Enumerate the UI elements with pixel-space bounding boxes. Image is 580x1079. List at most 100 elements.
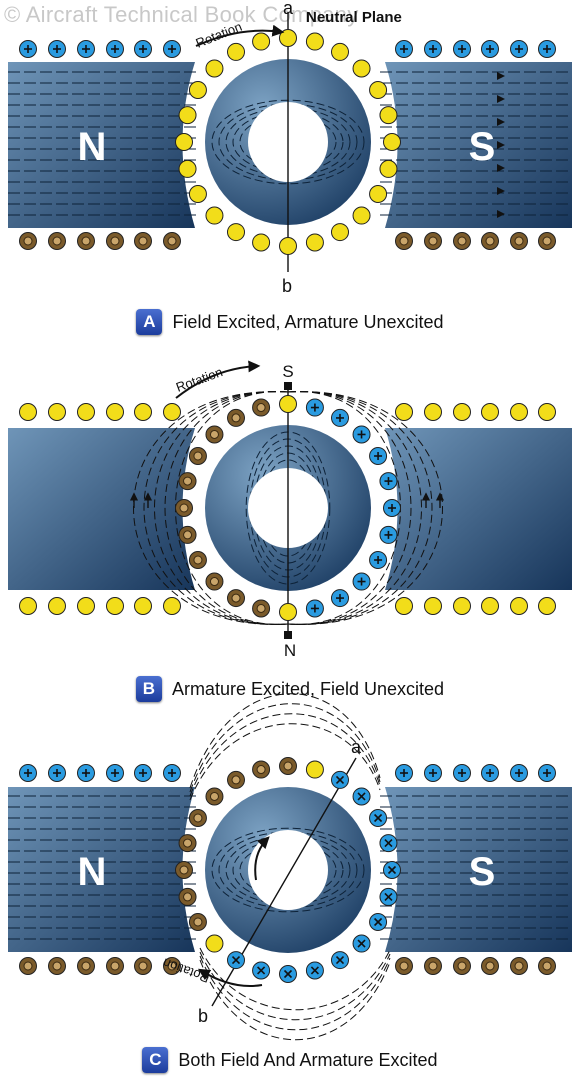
armature-conductor	[379, 525, 398, 544]
armature-conductor	[331, 951, 349, 970]
field-conductor	[538, 957, 556, 975]
field-arrows-a	[497, 72, 505, 218]
armature-conductor	[175, 861, 193, 879]
armature-conductor	[252, 760, 271, 779]
field-lines-a	[8, 71, 572, 216]
armature-conductor	[178, 834, 197, 853]
armature-conductor	[305, 398, 324, 417]
armature-conductor	[369, 185, 388, 203]
field-conductor	[453, 764, 471, 782]
armature-conductor	[227, 223, 245, 242]
field-conductor	[19, 764, 37, 782]
field-conductor	[481, 597, 499, 615]
field-conductor	[134, 764, 152, 782]
armature-conductor	[331, 223, 349, 242]
armature-conductor	[369, 81, 388, 99]
field-conductor	[134, 597, 152, 615]
field-conductors-c	[19, 764, 556, 975]
field-conductor	[538, 40, 556, 58]
field-conductor	[106, 40, 124, 58]
armature-conductor	[352, 572, 371, 591]
distorted-field-line	[199, 951, 391, 1021]
field-arrow-icon	[497, 118, 505, 126]
armature-conductor	[227, 589, 245, 608]
field-conductor	[510, 957, 528, 975]
armature-conductor	[178, 472, 197, 491]
armature-conductor	[369, 913, 388, 931]
distorted-field-line	[189, 713, 381, 797]
armature-conductor	[331, 770, 349, 789]
caption-text-c: Both Field And Armature Excited	[178, 1049, 438, 1070]
armature-conductor	[279, 395, 297, 413]
armature-conductor	[305, 32, 324, 51]
field-conductor	[538, 403, 556, 421]
field-conductor	[481, 40, 499, 58]
armature-field-line	[143, 391, 289, 625]
rotation-label-c: Rotation	[161, 955, 212, 986]
armature-field-line	[287, 391, 422, 625]
field-conductor	[77, 957, 95, 975]
field-conductor	[453, 403, 471, 421]
distorted-field-line	[199, 947, 391, 1011]
armature-conductor	[379, 834, 398, 853]
armature-conductor	[305, 760, 324, 779]
field-conductor	[106, 232, 124, 250]
field-conductor	[481, 232, 499, 250]
flux-line	[239, 115, 337, 169]
field-conductor	[395, 403, 413, 421]
armature-field-line	[287, 391, 443, 625]
panel-c: Rotation a b N S	[8, 693, 572, 1041]
axis-label-b-bottom: b	[282, 276, 292, 296]
field-conductor	[19, 403, 37, 421]
field-conductor	[48, 40, 66, 58]
armature-conductor	[279, 965, 297, 983]
distorted-field-line	[189, 703, 381, 793]
armature-conductor	[279, 29, 297, 47]
panel-a: Rotation a Neutral Plane b N S	[8, 0, 572, 296]
armature-conductor	[252, 599, 271, 618]
field-conductor	[77, 40, 95, 58]
armature-conductor	[188, 81, 207, 99]
field-conductor	[453, 957, 471, 975]
field-conductor	[395, 764, 413, 782]
armature-conductor	[252, 398, 271, 417]
armature-conductor	[205, 787, 224, 806]
pole-label-n-a: N	[78, 125, 107, 169]
field-conductor	[481, 957, 499, 975]
distorted-field-line	[199, 955, 391, 1031]
armature-conductor	[188, 551, 207, 569]
pole-label-s-b: S	[282, 362, 293, 381]
armature-conductor	[352, 425, 371, 444]
field-arrow-icon	[497, 210, 505, 218]
armature-conductor	[331, 589, 349, 608]
field-conductor	[395, 232, 413, 250]
armature-conductor	[178, 106, 197, 125]
pole-label-n-b: N	[284, 641, 296, 660]
rotation-arrow-b	[175, 360, 261, 399]
armature-conductor	[369, 447, 388, 465]
axis-label-a-top: a	[283, 0, 294, 18]
badge-b: B	[135, 676, 162, 702]
armature-conductor	[188, 913, 207, 931]
armature-conductor	[178, 159, 197, 178]
armature-conductor	[205, 572, 224, 591]
field-conductor	[163, 232, 181, 250]
armature-conductor	[279, 757, 297, 775]
armature-conductor	[227, 951, 245, 970]
armature-conductor	[252, 32, 271, 51]
field-conductor	[395, 957, 413, 975]
field-conductor	[395, 40, 413, 58]
field-conductor	[538, 232, 556, 250]
field-conductor	[453, 40, 471, 58]
rotation-arrow-a	[195, 24, 285, 47]
field-conductor	[510, 232, 528, 250]
field-conductor	[395, 597, 413, 615]
badge-a: A	[136, 309, 163, 335]
armature-conductor	[383, 499, 401, 517]
field-conductor	[19, 40, 37, 58]
pole-label-n-c: N	[78, 850, 107, 894]
armature-field-line	[287, 391, 412, 625]
flux-line	[211, 827, 365, 913]
distorted-field-line	[189, 693, 381, 789]
field-conductors-a	[19, 40, 556, 250]
